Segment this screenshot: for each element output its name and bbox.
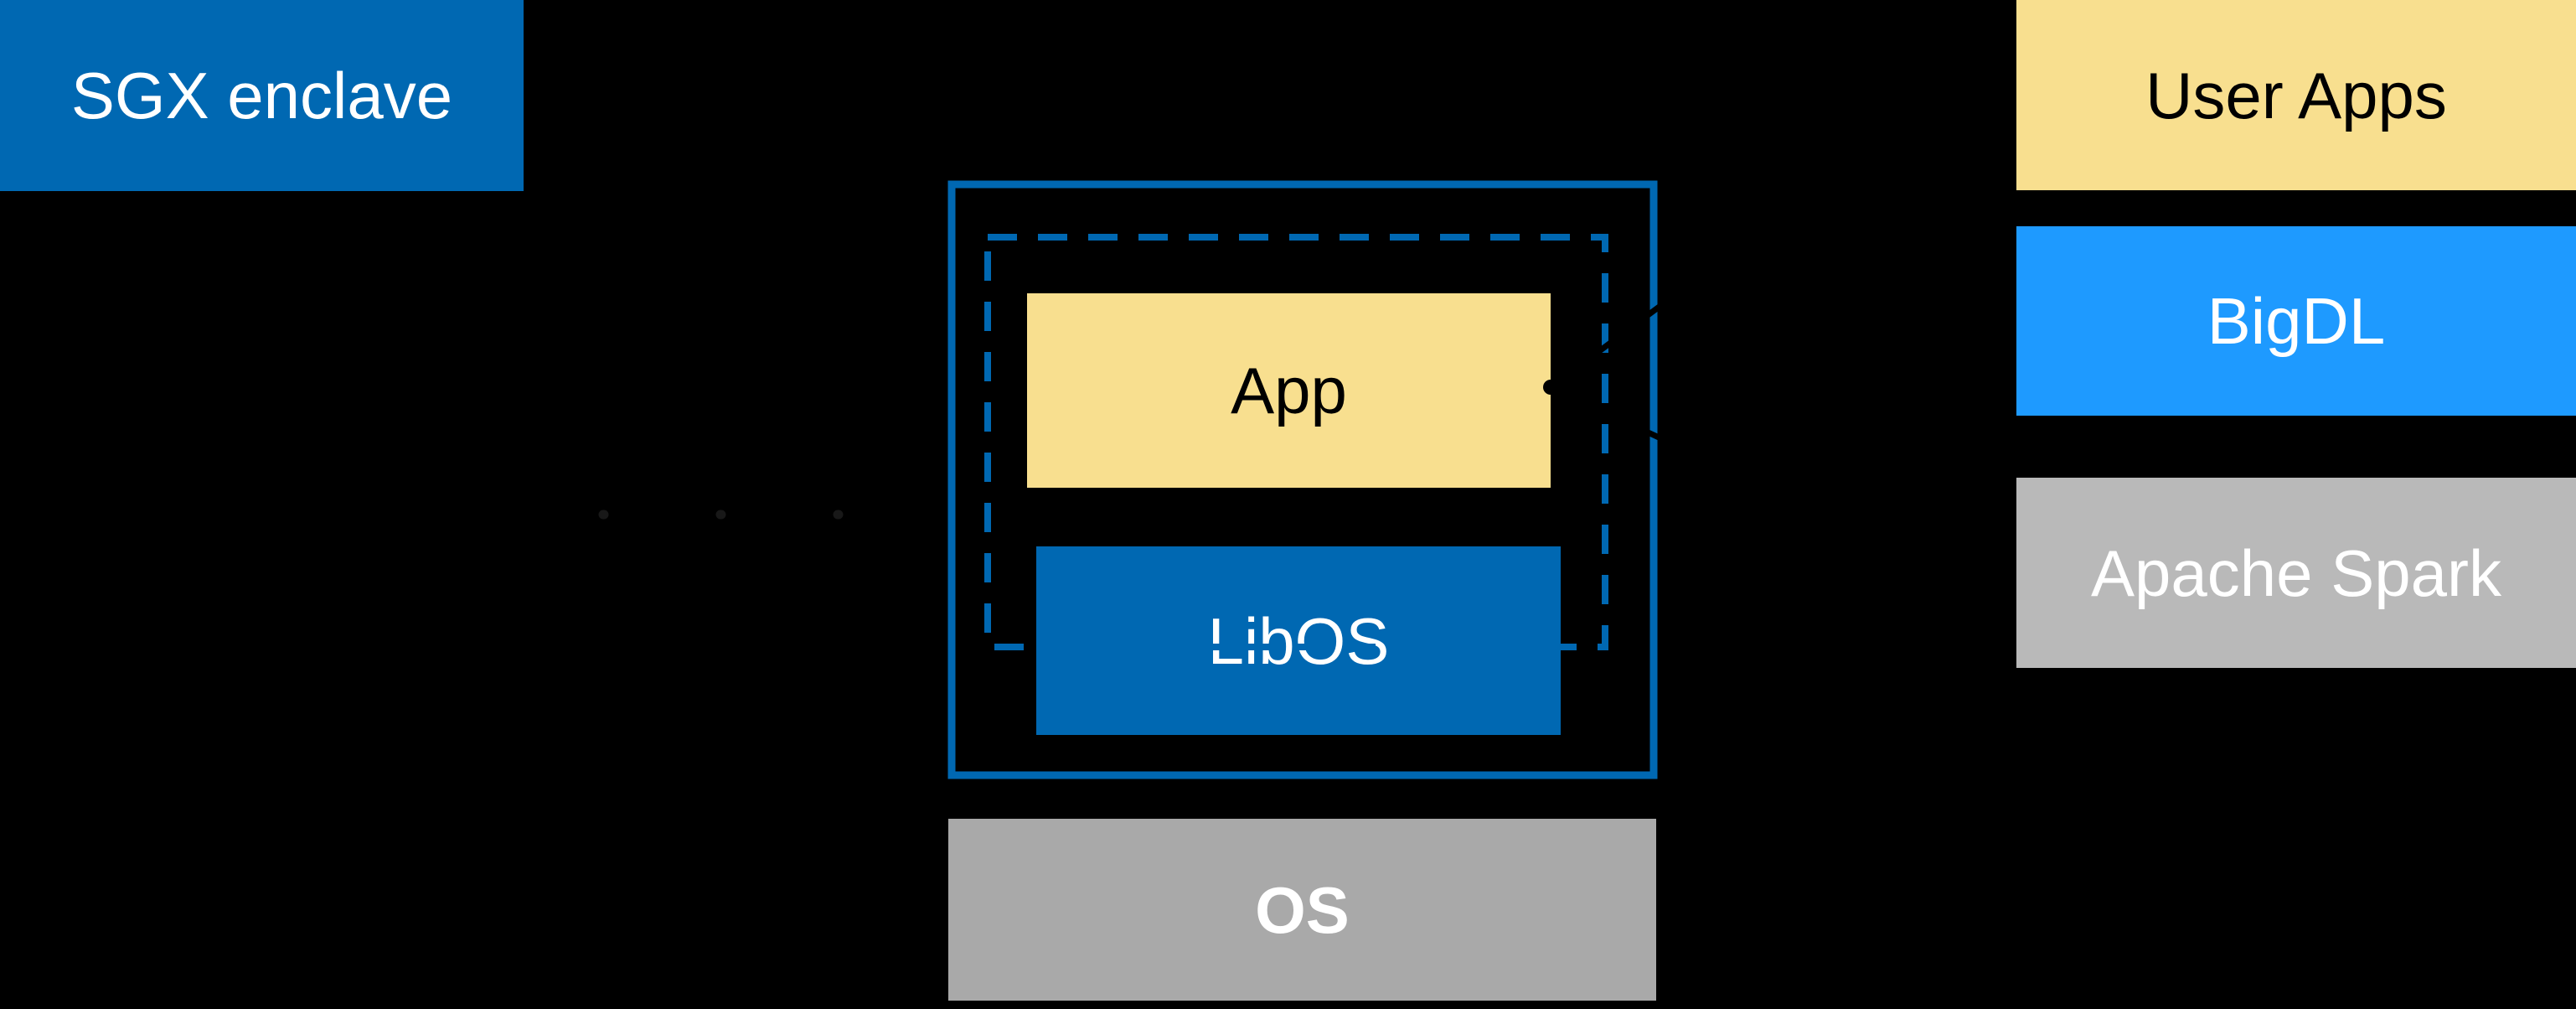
user-apps-box: User Apps xyxy=(2016,0,2576,190)
fan-line-lower xyxy=(1549,384,2011,603)
sgx-enclave-box: SGX enclave xyxy=(0,0,524,191)
sgx-connector-dot xyxy=(514,507,529,522)
apache-spark-box: Apache Spark xyxy=(2016,478,2576,668)
os-label: OS xyxy=(1255,872,1350,947)
libos-label: LibOS xyxy=(1207,603,1390,678)
app-box: App xyxy=(1027,293,1551,488)
apache-spark-label: Apache Spark xyxy=(2091,536,2501,610)
user-apps-label: User Apps xyxy=(2145,58,2447,132)
libos-box: LibOS xyxy=(1036,546,1561,735)
os-box: OS xyxy=(948,819,1656,1001)
fan-line-upper xyxy=(1548,45,2011,390)
bigdl-label: BigDL xyxy=(2207,284,2386,358)
bigdl-box: BigDL xyxy=(2016,226,2576,416)
app-label: App xyxy=(1231,354,1347,427)
sgx-enclave-label: SGX enclave xyxy=(70,59,453,132)
